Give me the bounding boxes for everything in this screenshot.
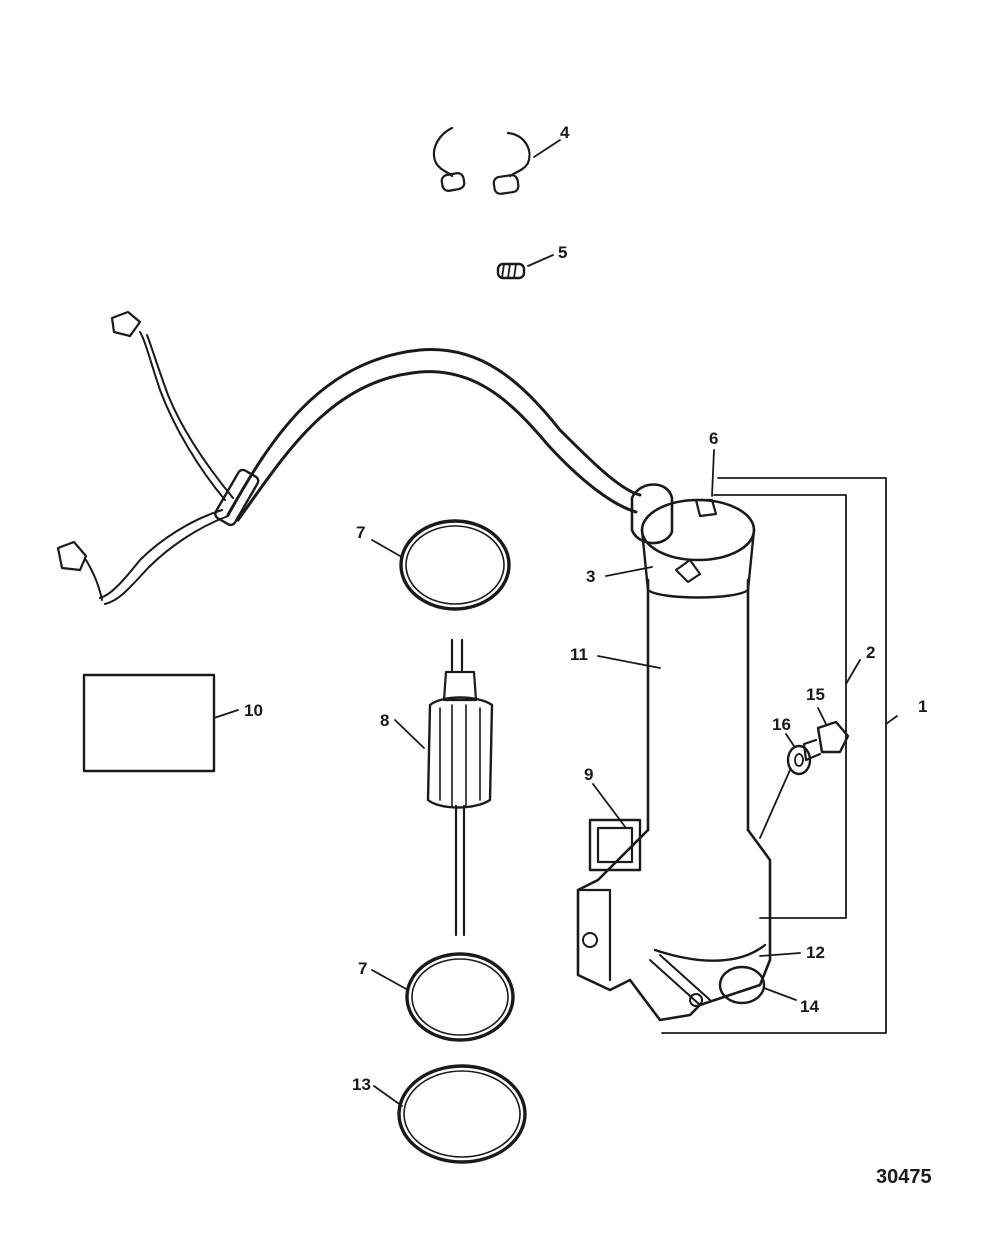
bracket-2 (713, 494, 847, 919)
callout-4: 4 (560, 123, 570, 142)
callout-11: 11 (570, 645, 588, 664)
callout-12: 12 (806, 943, 825, 962)
callout-9: 9 (584, 765, 593, 784)
part-11-motor-housing (646, 578, 750, 832)
part-10-pad (82, 673, 216, 773)
bracket-1 (661, 477, 887, 1034)
callout-10: 10 (244, 701, 263, 720)
motor-assembly (576, 483, 772, 1022)
part-8-armature (426, 638, 494, 937)
callout-16: 16 (772, 715, 791, 734)
callout-13: 13 (352, 1075, 371, 1094)
callout-5: 5 (558, 243, 567, 262)
assembly-bracket-lines (661, 477, 887, 1034)
callout-2: 2 (866, 643, 875, 662)
part-7-o-ring-upper (399, 519, 511, 611)
callout-7-lower: 7 (358, 959, 367, 978)
callout-6: 6 (709, 429, 718, 448)
part-15-plug (802, 720, 850, 762)
callout-8: 8 (380, 711, 389, 730)
part-16-washer (786, 744, 812, 776)
part-7-o-ring-lower (405, 952, 515, 1042)
cable-harness (56, 310, 642, 605)
callout-14: 14 (800, 997, 819, 1016)
part-4-wire-leads (432, 126, 531, 195)
callout-7-upper: 7 (356, 523, 365, 542)
leader-washer-to-housing (759, 769, 791, 839)
part-6-screw (694, 498, 718, 518)
callout-15: 15 (806, 685, 825, 704)
part-13-o-ring-large (397, 1064, 527, 1164)
callout-3: 3 (586, 567, 595, 586)
reference-number: 30475 (876, 1166, 932, 1188)
part-5-spring (496, 262, 526, 280)
callout-1: 1 (918, 697, 927, 716)
callout-leaders (213, 139, 898, 1107)
